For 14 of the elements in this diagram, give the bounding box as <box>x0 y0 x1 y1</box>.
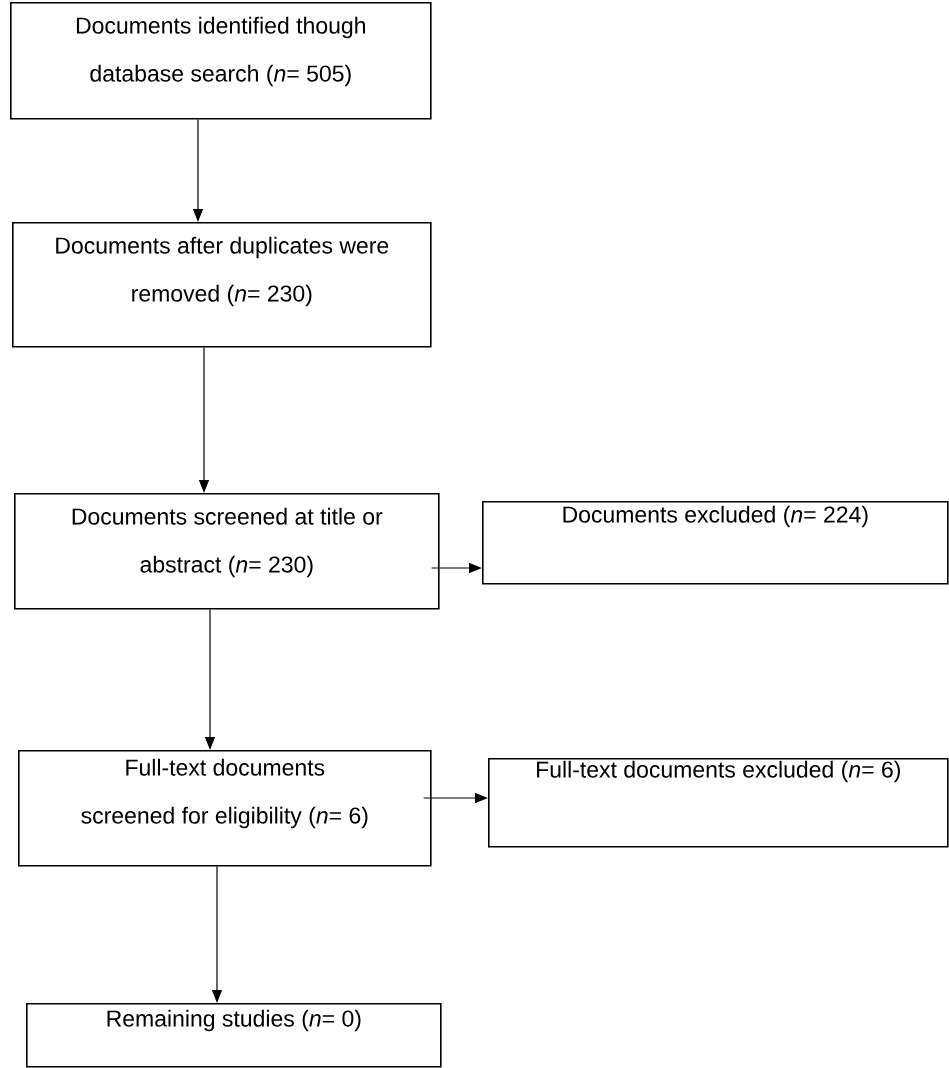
box-text: Documents excluded (n= 224) <box>563 505 868 528</box>
process-box <box>14 493 440 610</box>
process-box <box>18 750 432 867</box>
process-box <box>26 1003 442 1068</box>
process-box <box>12 222 432 348</box>
process-box <box>488 758 949 848</box>
box-text: Documents after duplicates were removed (n= 230) <box>56 236 389 307</box>
box-text: Full-text documents screened for eligibility (n= 6) <box>81 758 368 829</box>
process-box <box>482 501 949 585</box>
box-text: Documents identified though database search (n= 505) <box>76 16 365 87</box>
process-box <box>10 2 432 120</box>
box-text: Documents screened at title or abstract (n= 230) <box>72 507 383 578</box>
box-text: Remaining studies (n= 0) <box>107 1009 361 1032</box>
box-text: Full-text documents excluded (n= 6) <box>537 760 900 783</box>
